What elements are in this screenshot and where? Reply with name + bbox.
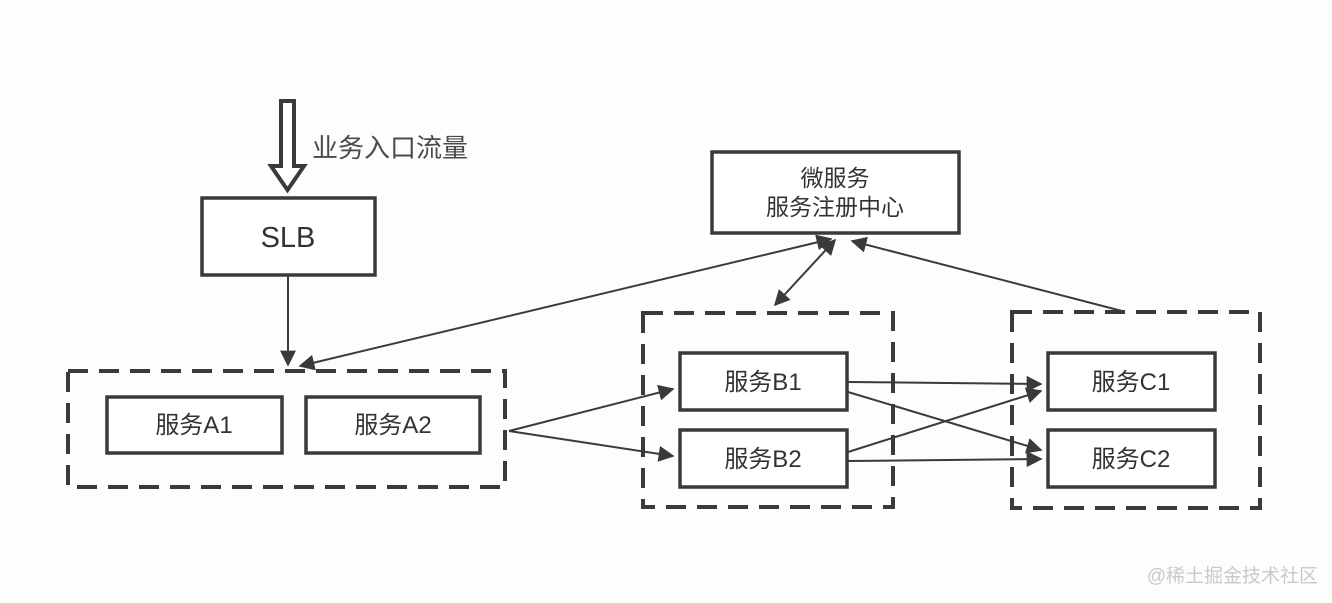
service-a2-box: [304, 395, 482, 455]
arrow-group-a-registry-bidirectional: [298, 234, 833, 371]
slb-box: [200, 196, 377, 277]
service-b1-box: [678, 351, 849, 412]
group-a-boundary: [66, 369, 507, 489]
arrow-group-c-to-registry: [850, 236, 1123, 312]
arrow-group-b-registry-bidirectional: [773, 238, 837, 307]
arrow-group-a-to-service-b2: [508, 430, 675, 462]
registry-label-line2: 服务注册中心: [766, 194, 904, 220]
registry-box: [710, 150, 961, 235]
service-c1-box: [1046, 351, 1217, 412]
service-a1-box: [105, 395, 284, 455]
arrow-service-b2-to-c2: [847, 451, 1043, 468]
entry-traffic-label: 业务入口流量: [312, 133, 468, 163]
service-c2-box: [1046, 428, 1217, 489]
service-c2-label: 服务C2: [1092, 446, 1171, 473]
slb-label: SLB: [261, 222, 316, 254]
group-c-boundary: [1010, 310, 1262, 510]
entry-traffic-arrow-icon: [267, 99, 308, 194]
watermark-text: @稀土掘金技术社区: [1147, 565, 1318, 587]
service-a1-label: 服务A1: [155, 412, 232, 439]
arrow-service-b1-to-c1: [847, 375, 1043, 392]
service-a2-label: 服务A2: [354, 412, 431, 439]
service-b1-label: 服务B1: [724, 369, 801, 396]
registry-label-line1: 微服务: [801, 165, 870, 191]
arrow-group-a-to-service-b1: [508, 384, 675, 432]
service-b2-box: [678, 428, 849, 489]
arrow-service-b2-to-c1: [847, 387, 1043, 453]
service-c1-label: 服务C1: [1092, 369, 1171, 396]
service-b2-label: 服务B2: [724, 446, 801, 473]
